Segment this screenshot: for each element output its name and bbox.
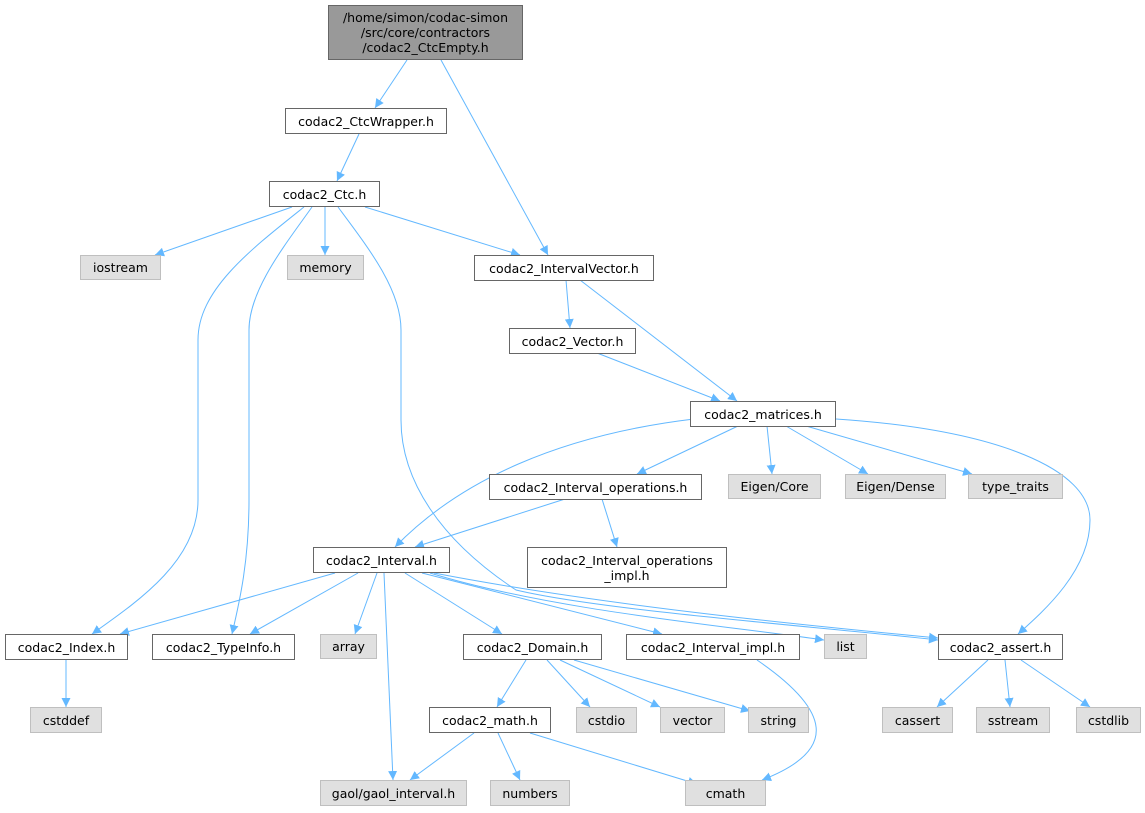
edge-matrices-interval (394, 418, 695, 548)
node-string: string (748, 707, 809, 733)
node-gaol-interval: gaol/gaol_interval.h (320, 780, 467, 806)
edge-matrices-typetraits (805, 425, 973, 476)
node-root-codac2-ctcempty: /home/simon/codac-simon /src/core/contra… (328, 5, 523, 60)
edge-ctc-index (91, 206, 305, 635)
edge-root-ctcwrapper (374, 59, 408, 109)
edge-interval-list (429, 572, 825, 644)
node-codac2-assert[interactable]: codac2_assert.h (938, 634, 1063, 660)
node-vector: vector (660, 707, 725, 733)
node-array: array (320, 634, 377, 659)
edge-domain-cstdio (546, 659, 591, 708)
node-iostream: iostream (80, 255, 161, 280)
node-cmath: cmath (685, 780, 766, 806)
edge-ctcwrapper-ctc (336, 133, 360, 182)
node-codac2-interval-operations-impl[interactable]: codac2_Interval_operations _impl.h (527, 547, 727, 588)
node-cstddef: cstddef (30, 707, 102, 733)
edge-math-gaol (409, 732, 475, 781)
edge-intervalvector-matrices (579, 279, 738, 402)
edge-matrices-assert (835, 418, 1091, 635)
edge-vector-matrices (596, 352, 721, 402)
edge-assert-cassert (936, 659, 989, 708)
node-codac2-interval[interactable]: codac2_Interval.h (313, 547, 450, 573)
node-eigen-core: Eigen/Core (728, 474, 821, 499)
edge-matrices-intervaloperations (636, 425, 739, 475)
edge-domain-vector (559, 659, 661, 708)
edge-intervalvector-vector (564, 279, 574, 329)
node-codac2-intervalvector[interactable]: codac2_IntervalVector.h (474, 255, 654, 281)
edge-assert-cstdlib (1020, 659, 1091, 708)
node-codac2-interval-operations[interactable]: codac2_Interval_operations.h (489, 474, 702, 500)
node-codac2-ctc[interactable]: codac2_Ctc.h (269, 181, 380, 207)
edge-root-intervalvector (440, 59, 549, 256)
edge-ctc-intervalvector (364, 206, 521, 257)
edge-matrices-eigendense (785, 425, 869, 475)
node-codac2-math[interactable]: codac2_math.h (429, 707, 551, 733)
edge-interval-gaol (383, 572, 398, 781)
node-codac2-typeinfo[interactable]: codac2_TypeInfo.h (152, 634, 295, 660)
edge-assert-sstream (1004, 659, 1014, 708)
node-cstdlib: cstdlib (1076, 707, 1141, 733)
edge-intervaloperations-interval (414, 498, 566, 549)
edge-domain-math (496, 659, 527, 708)
edge-ctc-typeinfo (229, 206, 313, 635)
node-list: list (824, 634, 867, 659)
edge-intervaloperations-impl (601, 498, 619, 548)
edge-math-cmath (529, 732, 698, 786)
node-codac2-vector[interactable]: codac2_Vector.h (509, 328, 636, 354)
node-codac2-interval-impl[interactable]: codac2_Interval_impl.h (626, 634, 800, 660)
edge-interval-intervalimpl (421, 572, 663, 637)
edge-ctc-assert (337, 206, 939, 644)
node-cassert: cassert (882, 707, 953, 733)
node-codac2-ctcwrapper[interactable]: codac2_CtcWrapper.h (285, 108, 447, 134)
edge-interval-typeinfo (249, 572, 359, 635)
edge-interval-index (119, 572, 336, 636)
node-eigen-dense: Eigen/Dense (845, 474, 946, 499)
node-codac2-index[interactable]: codac2_Index.h (5, 634, 128, 660)
node-codac2-domain[interactable]: codac2_Domain.h (463, 634, 602, 660)
node-sstream: sstream (976, 707, 1050, 733)
node-numbers: numbers (490, 780, 570, 806)
edge-matrices-eigencore (766, 425, 776, 475)
node-cstdio: cstdio (576, 707, 637, 733)
edge-domain-string (573, 659, 751, 713)
node-memory: memory (287, 255, 364, 280)
node-codac2-matrices[interactable]: codac2_matrices.h (690, 401, 836, 427)
edge-ctc-iostream (154, 206, 293, 257)
edge-interval-domain (404, 572, 503, 635)
edge-math-numbers (497, 732, 521, 781)
edge-interval-assert (433, 572, 939, 642)
edge-interval-array (353, 572, 378, 635)
edge-intervalimpl-cmath (756, 659, 817, 781)
node-type-traits: type_traits (968, 474, 1063, 499)
